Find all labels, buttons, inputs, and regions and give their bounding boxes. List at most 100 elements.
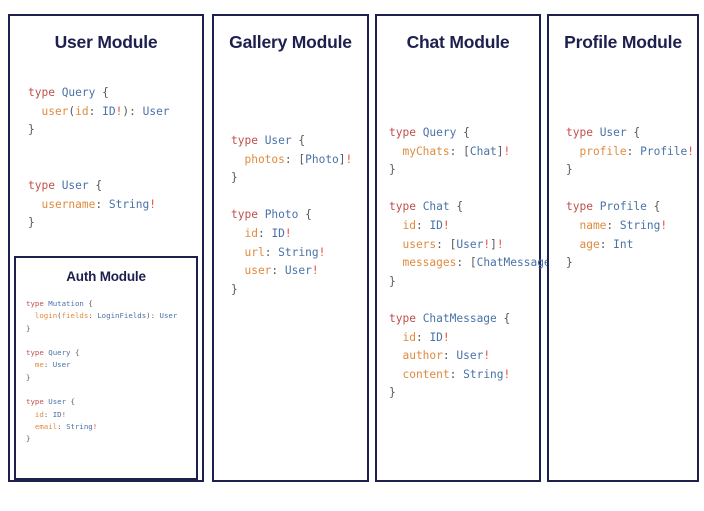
- code-token-type-name: Mutation: [48, 299, 84, 308]
- code-token-type-name: User: [52, 360, 71, 370]
- code-token-punctuation: {: [95, 86, 109, 99]
- code-token-punctuation: :: [442, 349, 457, 363]
- code-line: }: [28, 121, 170, 140]
- code-line: messages: [ChatMessage]!: [389, 254, 564, 273]
- code-line: photos: [Photo]!: [231, 151, 352, 170]
- code-token-punctuation: :: [606, 218, 620, 232]
- code-token-punctuation: :: [43, 409, 53, 419]
- code-line: type Profile {: [566, 198, 694, 217]
- code-token-keyword: type: [389, 311, 423, 325]
- code-token-field-name: messages: [389, 256, 457, 270]
- module-panel-user[interactable]: User Module type Query { user(id: ID!): …: [8, 14, 204, 482]
- code-token-punctuation: {: [66, 397, 75, 407]
- code-line: [389, 291, 564, 310]
- code-token-non-null: !: [149, 197, 157, 211]
- code-line: type ChatMessage {: [389, 310, 564, 329]
- code-token-punctuation: : [: [456, 256, 477, 270]
- code-block-chat: type Query { myChats: [Chat]!} type Chat…: [389, 124, 564, 403]
- module-panel-auth[interactable]: Auth Module type Mutation { login(fields…: [14, 256, 198, 480]
- code-token-non-null: !: [503, 367, 511, 381]
- module-panel-chat[interactable]: Chat Module type Query { myChats: [Chat]…: [375, 14, 564, 482]
- code-token-non-null: !: [660, 218, 668, 232]
- code-token-punctuation: :: [264, 245, 279, 259]
- code-line: }: [28, 214, 170, 233]
- code-token-type-name: ID: [102, 104, 116, 118]
- code-token-type-name: ChatMessage: [476, 256, 551, 270]
- code-token-type-name: ID: [429, 218, 443, 232]
- code-line: }: [389, 273, 564, 292]
- code-token-field-name: photos: [231, 152, 285, 166]
- code-token-field-name: me: [26, 360, 44, 370]
- code-line: author: User!: [389, 347, 564, 366]
- code-token-field-name: id: [26, 409, 44, 419]
- code-token-field-name: profile: [566, 144, 627, 158]
- code-token-type-name: Photo: [264, 208, 299, 222]
- code-token-punctuation: :: [95, 197, 109, 211]
- code-token-non-null: !: [92, 421, 98, 431]
- code-token-field-name: content: [389, 367, 450, 381]
- code-line: type Query {: [28, 84, 170, 103]
- code-token-punctuation: }: [26, 323, 31, 333]
- module-panel-gallery[interactable]: Gallery Module type User { photos: [Phot…: [212, 14, 369, 482]
- code-token-type-name: String: [66, 421, 93, 431]
- code-token-keyword: type: [26, 397, 49, 407]
- code-token-keyword: type: [28, 86, 62, 99]
- code-token-keyword: type: [231, 134, 265, 147]
- code-token-punctuation: {: [291, 134, 306, 147]
- code-token-non-null: !: [483, 349, 491, 363]
- code-line: me: User: [26, 359, 177, 371]
- code-token-type-name: ID: [429, 330, 443, 344]
- code-token-punctuation: ]: [490, 237, 497, 251]
- code-line: id: ID!: [26, 409, 177, 421]
- code-line: type Query {: [389, 124, 564, 143]
- code-token-punctuation: : [: [436, 237, 457, 251]
- code-token-field-name: username: [28, 197, 96, 211]
- code-token-punctuation: }: [231, 282, 238, 296]
- code-token-type-name: ChatMessage: [422, 311, 497, 325]
- code-token-non-null: !: [442, 330, 450, 344]
- code-token-field-name: email: [26, 421, 58, 431]
- code-token-punctuation: :: [626, 144, 641, 158]
- code-token-type-name: Profile: [599, 200, 647, 214]
- code-token-punctuation: : [: [284, 152, 306, 166]
- code-line: type Mutation {: [26, 298, 177, 310]
- code-token-punctuation: :: [599, 237, 614, 251]
- code-line: age: Int: [566, 236, 694, 255]
- code-block-profile: type User { profile: Profile!} type Prof…: [566, 124, 694, 273]
- code-token-punctuation: }: [566, 163, 573, 177]
- code-token-punctuation: ):: [146, 311, 160, 321]
- code-line: }: [26, 323, 177, 335]
- code-line: id: ID!: [231, 225, 352, 244]
- code-token-type-name: User: [142, 104, 170, 118]
- code-line: [26, 335, 177, 347]
- code-token-type-name: LoginFields: [97, 311, 147, 321]
- code-line: content: String!: [389, 366, 564, 385]
- code-token-punctuation: }: [28, 216, 35, 230]
- code-token-type-name: Photo: [305, 152, 339, 166]
- code-line: email: String!: [26, 421, 177, 433]
- code-token-punctuation: :: [88, 104, 103, 118]
- code-token-keyword: type: [28, 178, 62, 192]
- code-token-punctuation: ):: [122, 104, 143, 118]
- code-token-punctuation: {: [83, 299, 93, 308]
- code-token-type-name: User: [48, 397, 67, 407]
- code-block-user: type Query { user(id: ID!): User} type U…: [28, 84, 170, 233]
- code-line: type Query {: [26, 347, 177, 359]
- module-panel-profile[interactable]: Profile Module type User { profile: Prof…: [547, 14, 699, 482]
- code-token-type-name: String: [108, 197, 150, 211]
- code-token-non-null: !: [318, 245, 326, 259]
- code-token-type-name: ID: [271, 226, 285, 240]
- code-token-punctuation: {: [626, 126, 641, 139]
- code-line: type User {: [566, 124, 694, 143]
- code-token-field-name: fields: [61, 311, 89, 321]
- code-token-keyword: type: [389, 126, 423, 139]
- code-token-field-name: name: [566, 218, 607, 232]
- code-token-non-null: !: [284, 226, 292, 240]
- code-line: type User {: [26, 396, 177, 408]
- code-token-punctuation: }: [389, 163, 396, 177]
- code-token-field-name: users: [389, 237, 437, 251]
- code-token-punctuation: ]: [496, 144, 504, 158]
- code-token-type-name: Query: [61, 86, 96, 99]
- code-token-keyword: type: [231, 208, 265, 222]
